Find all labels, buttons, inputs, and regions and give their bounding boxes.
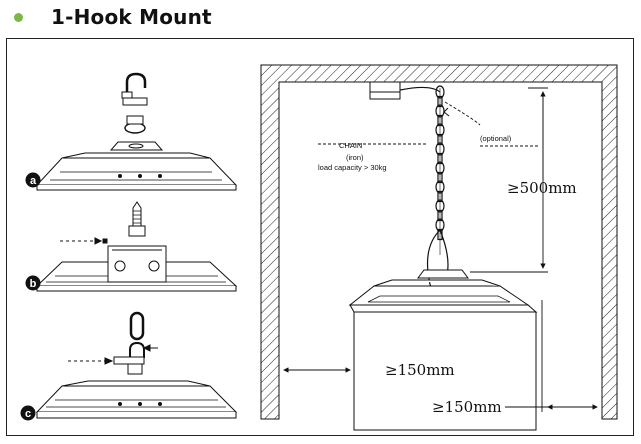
chain-material-label: (iron) [346, 153, 364, 162]
chain-link [437, 95, 443, 108]
chain-link [435, 104, 445, 118]
diagram-frame [6, 38, 634, 436]
chain-link [435, 142, 445, 156]
chain-link [435, 123, 445, 137]
step-a-illustration [35, 72, 238, 191]
chain-link-icon [129, 311, 145, 341]
hook-icon [125, 72, 147, 96]
svg-text:a: a [30, 175, 37, 187]
step-c-illustration [35, 311, 238, 419]
chain-capacity-label: load capacity > 30kg [318, 163, 387, 172]
room-fixture [348, 269, 538, 431]
chain-link [437, 133, 443, 146]
step-badge-c: c [20, 405, 36, 421]
chain-label: CHAIN [339, 141, 362, 150]
svg-text:b: b [30, 278, 37, 290]
chain-link [435, 85, 445, 99]
svg-text:c: c [25, 408, 31, 420]
step-badge-a: a [25, 172, 41, 188]
chain-link [435, 199, 445, 213]
chain-icon [399, 85, 449, 293]
chain-link [435, 180, 445, 194]
chain-link [435, 161, 445, 175]
title-bullet-icon [14, 12, 23, 22]
height-dimension [470, 87, 548, 273]
ceiling-mount-box [369, 81, 401, 100]
chain-link [437, 114, 443, 127]
page-title: 1-Hook Mount [51, 5, 212, 29]
chain-link [437, 152, 443, 165]
side-dimension-label: ≥150mm [385, 361, 455, 379]
step-b-illustration [35, 201, 238, 292]
optional-label: (optional) [480, 134, 512, 143]
step-badge-b: b [25, 275, 41, 291]
chain-link [437, 171, 443, 184]
room-walls [260, 64, 618, 420]
height-dimension-label: ≥500mm [507, 179, 577, 197]
title-row: 1-Hook Mount [14, 2, 212, 32]
optional-safety-line [443, 101, 540, 147]
chain-link [437, 209, 443, 222]
floor-dimension-label: ≥150mm [432, 398, 502, 416]
floor-dimension [505, 300, 598, 412]
chain-link [437, 190, 443, 203]
